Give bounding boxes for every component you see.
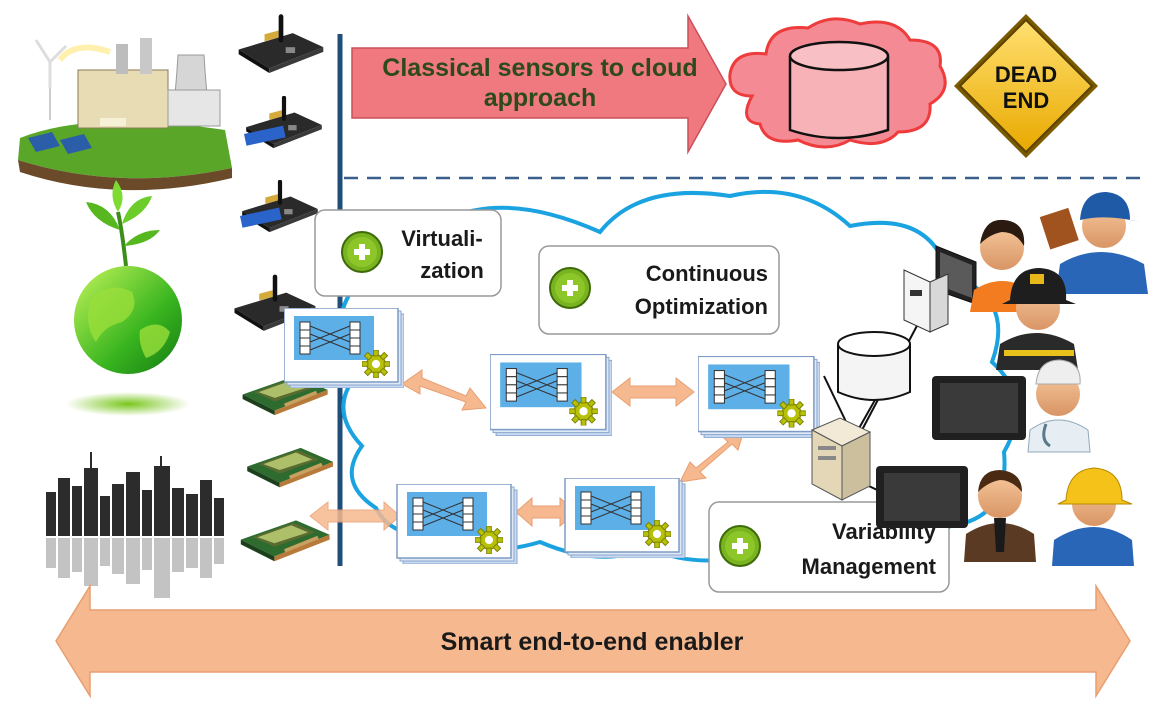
- plus-icon: [719, 525, 761, 567]
- user-avatar-icon: [1039, 192, 1148, 294]
- tablet-icon: [932, 376, 1026, 440]
- user-avatar-icon: [1027, 359, 1091, 453]
- model-node: [490, 354, 612, 435]
- red-cloud-icon: [728, 17, 947, 149]
- database-icon: [788, 40, 890, 140]
- city-skyline-icon: [46, 452, 224, 598]
- tablet-icon: [876, 466, 968, 528]
- classical-approach-arrow: Classical sensors to cloud approach: [351, 13, 727, 155]
- virtualization-callout: Virtuali- zation: [314, 209, 502, 297]
- dead-end-sign-icon: DEAD END: [954, 14, 1098, 158]
- arrow-sensor-node4: [309, 500, 401, 532]
- continuous-optimization-label-1: Continuous: [646, 261, 768, 286]
- continuous-optimization-callout: Continuous Optimization: [538, 245, 780, 335]
- dead-end-label-1: DEAD: [995, 62, 1057, 87]
- factory-icon: [18, 38, 232, 191]
- classical-approach-label-2: approach: [484, 84, 597, 112]
- variability-management-label-2: Management: [802, 554, 937, 579]
- lcd-board-icon: [247, 447, 334, 488]
- arrow-node2-node3: [611, 376, 695, 408]
- virtualization-label-2: zation: [420, 258, 484, 283]
- arrow-node1-node2: [401, 369, 487, 411]
- classical-approach-label-1: Classical sensors to cloud: [382, 54, 697, 82]
- server-icon: [810, 417, 872, 501]
- model-node: [698, 356, 820, 437]
- dead-end-label-2: END: [1003, 88, 1049, 113]
- plus-icon: [341, 231, 383, 273]
- end-to-end-arrow: Smart end-to-end enabler: [55, 583, 1131, 699]
- continuous-optimization-label-2: Optimization: [635, 294, 768, 319]
- user-avatar-icon: [964, 470, 1036, 562]
- sensor-board-icon: [240, 182, 318, 232]
- lcd-board-icon: [240, 520, 330, 562]
- model-node: [397, 484, 517, 564]
- sensor-board-icon: [244, 98, 322, 148]
- database-icon: [837, 331, 911, 401]
- model-node: [284, 308, 404, 388]
- virtualization-label-1: Virtuali-: [401, 226, 483, 251]
- user-avatar-icon: [1052, 467, 1134, 566]
- plus-icon: [549, 267, 591, 309]
- flow-arrows: [309, 369, 745, 532]
- desktop-computer-icon: [903, 245, 977, 333]
- model-node: [565, 478, 685, 558]
- green-globe-icon: [66, 180, 190, 416]
- end-to-end-label: Smart end-to-end enabler: [441, 628, 744, 656]
- sensor-board-icon: [239, 17, 324, 73]
